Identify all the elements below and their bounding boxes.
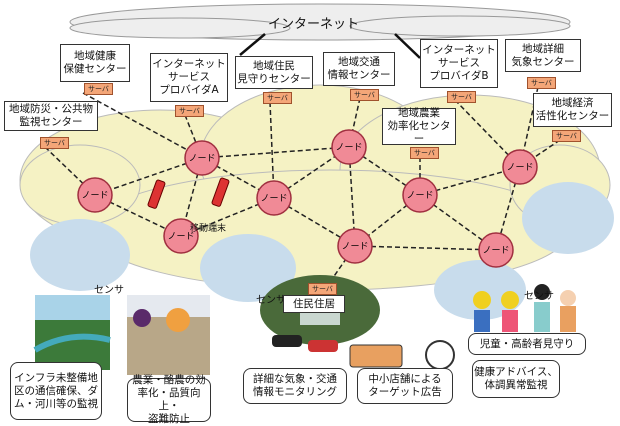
center-weather: 地域詳細 気象センター — [505, 39, 581, 72]
use-case-weather-traffic: 詳細な気象・交通 情報モニタリング — [243, 368, 347, 404]
mesh-node: ノード — [331, 129, 367, 165]
node-label: ノード — [81, 191, 108, 201]
node-label: ノード — [188, 154, 215, 164]
network-link — [94, 157, 203, 196]
mesh-node: ノード — [77, 177, 113, 213]
center-agriculture: 地域農業 効率化センター — [382, 107, 456, 145]
sensor-label: センサ — [256, 295, 286, 306]
network-link — [201, 146, 350, 159]
node-label: ノード — [167, 232, 194, 242]
center-resident-watch: 地域住民 見守りセンター — [235, 56, 313, 89]
internet-label: インターネット — [268, 17, 360, 32]
server-badge: サーバ — [552, 130, 581, 142]
server-badge: サーバ — [84, 83, 113, 95]
mesh-node: ノード — [163, 218, 199, 254]
mobile-phone-icon — [147, 179, 166, 209]
mesh-node: ノード — [402, 177, 438, 213]
server-badge: サーバ — [447, 91, 476, 103]
use-case-child-elderly-watch: 児童・高齢者見守り — [468, 333, 586, 355]
mesh-node: ノード — [337, 228, 373, 264]
center-isp-b: インターネット サービス プロバイダB — [420, 39, 498, 88]
use-case-infrastructure: インフラ未整備地 区の通信確保、ダ ム・河川等の監視 — [10, 362, 102, 420]
river-image — [33, 295, 111, 370]
people-illustration — [425, 284, 576, 370]
sensor-area — [522, 182, 614, 254]
internet-cloud — [69, 3, 571, 41]
link-isp-a — [239, 33, 266, 56]
mesh-node: ノード — [256, 180, 292, 216]
center-isp-a: インターネット サービス プロバイダA — [150, 53, 228, 102]
use-case-targeted-ads: 中小店舗による ターゲット広告 — [357, 368, 453, 404]
use-case-health-advice: 健康アドバイス、 体調異常監視 — [472, 360, 560, 398]
network-link — [348, 146, 421, 196]
sensor-area — [30, 219, 130, 291]
center-disaster: 地域防災・公共物 監視センター — [4, 101, 98, 131]
node-label: ノード — [406, 191, 433, 201]
center-traffic: 地域交通 情報センター — [323, 52, 395, 86]
node-label: ノード — [260, 194, 287, 204]
server-badge: サーバ — [308, 283, 337, 295]
sensor-label: センサ — [94, 285, 124, 296]
server-badge: サーバ — [175, 105, 204, 117]
mesh-node: ノード — [478, 232, 514, 268]
mobile-phone-icon — [211, 177, 230, 207]
center-health: 地域健康 保健センター — [60, 44, 130, 82]
mesh-node: ノード — [502, 149, 538, 185]
sensor-area — [200, 234, 296, 302]
use-case-agriculture: 農業・酪農の効 率化・品質向上・ 盗難防止 — [127, 374, 211, 425]
node-label: ノード — [482, 246, 509, 256]
farm-image — [127, 295, 210, 375]
server-badge: サーバ — [350, 89, 379, 101]
center-economy: 地域経済 活性化センター — [533, 93, 612, 127]
node-label: ノード — [341, 242, 368, 252]
server-badge: サーバ — [527, 77, 556, 89]
server-badge: サーバ — [410, 147, 439, 159]
node-label: ノード — [506, 163, 533, 173]
server-badge: サーバ — [263, 92, 292, 104]
server-badge: サーバ — [40, 137, 69, 149]
residence-label: 住民住居 — [283, 295, 345, 313]
sensor-areas — [30, 182, 614, 320]
mobile-terminal-label: 移動端末 — [190, 224, 227, 234]
mesh-node: ノード — [184, 140, 220, 176]
mobile-terminals — [147, 177, 230, 209]
link-isp-b — [394, 33, 421, 59]
network-link — [82, 92, 203, 159]
sensor-label: センサ — [524, 291, 554, 302]
node-label: ノード — [335, 143, 362, 153]
